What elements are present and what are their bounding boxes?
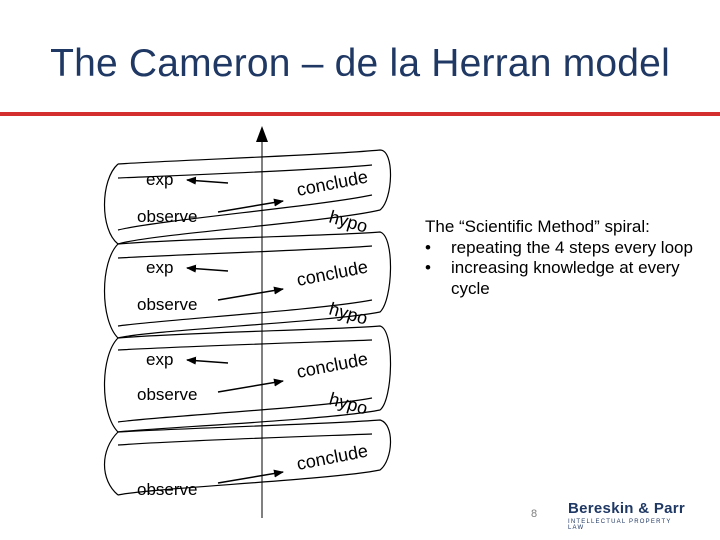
spiral-label-observe-3: observe: [137, 385, 197, 404]
arrow-exp-1: [187, 180, 228, 183]
spiral-band-1-left: [105, 164, 119, 244]
spiral-caption: The “Scientific Method” spiral: • repeat…: [425, 217, 710, 299]
spiral-label-conclude-2: conclude: [295, 257, 370, 290]
caption-bullet-text: increasing knowledge at every cycle: [451, 258, 710, 299]
page-number: 8: [531, 508, 537, 520]
caption-bullet-text: repeating the 4 steps every loop: [451, 238, 693, 259]
arrow-observe-1: [218, 201, 283, 212]
caption-heading: The “Scientific Method” spiral:: [425, 217, 710, 238]
arrow-exp-2: [187, 268, 228, 271]
caption-bullet: • increasing knowledge at every cycle: [425, 258, 710, 299]
spiral-label-hypo-1: hypo: [327, 207, 370, 237]
spiral-band-4-inner: [118, 434, 372, 445]
spiral-band-2-left: [105, 244, 119, 338]
spiral-label-conclude-3: conclude: [295, 349, 370, 382]
spiral-band-3-left: [105, 338, 119, 432]
arrow-exp-3: [187, 360, 228, 363]
spiral-band-3: [118, 326, 391, 432]
spiral-label-exp-1: exp: [146, 170, 173, 189]
arrow-observe-2: [218, 289, 283, 300]
logo-name: Bereskin & Parr: [568, 500, 688, 517]
logo-tagline: INTELLECTUAL PROPERTY LAW: [568, 519, 688, 531]
company-logo: Bereskin & Parr INTELLECTUAL PROPERTY LA…: [568, 500, 688, 531]
spiral-label-observe-2: observe: [137, 295, 197, 314]
spiral-label-exp-2: exp: [146, 258, 173, 277]
spiral-label-observe-1: observe: [137, 207, 197, 226]
bullet-dot-icon: •: [425, 238, 451, 259]
spiral-label-hypo-2: hypo: [327, 299, 370, 329]
spiral-label-conclude-1: conclude: [295, 167, 370, 200]
bullet-dot-icon: •: [425, 258, 451, 299]
arrow-observe-3: [218, 381, 283, 392]
caption-bullet: • repeating the 4 steps every loop: [425, 238, 710, 259]
spiral-band-4-left: [105, 432, 119, 495]
spiral-label-exp-3: exp: [146, 350, 173, 369]
axis-arrowhead: [256, 126, 268, 142]
spiral-label-observe-4: observe: [137, 480, 197, 499]
spiral-label-conclude-4: conclude: [295, 441, 370, 474]
